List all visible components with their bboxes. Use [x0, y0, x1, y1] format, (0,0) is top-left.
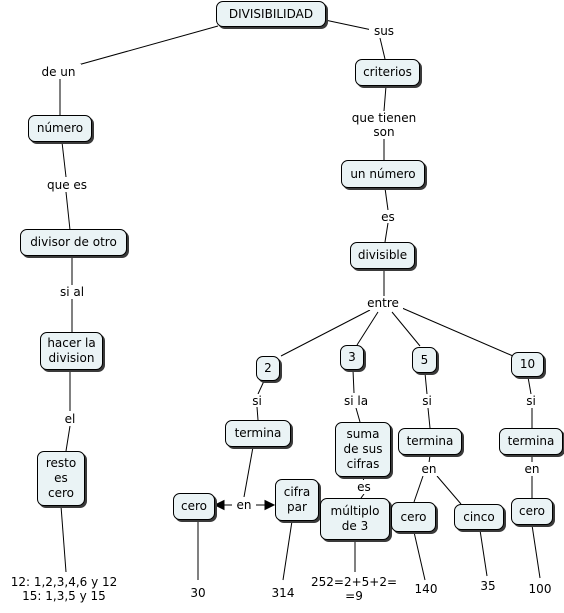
example-314: 314: [271, 586, 295, 600]
link-en-10: en: [522, 462, 542, 476]
node-hacer-la-division[interactable]: hacer la division: [40, 332, 103, 370]
edge-unnumero-es: [384, 187, 389, 211]
edge-en-cero5: [413, 475, 424, 503]
link-entre: entre: [363, 296, 403, 310]
link-sus: sus: [369, 23, 399, 38]
link-si-al: si al: [56, 285, 88, 299]
edge-termina2-en: [243, 446, 254, 498]
link-de-un: de un: [36, 64, 81, 79]
edge-quees-divisor: [65, 191, 71, 231]
edge-en-cinco5: [436, 475, 462, 505]
node-cifra-par[interactable]: cifra par: [275, 479, 319, 521]
node-2[interactable]: 2: [256, 356, 280, 381]
edge-sus-criterios: [379, 37, 386, 60]
link-que-tienen-son: que tienen son: [347, 111, 421, 139]
node-suma-de-sus-cifras[interactable]: suma de sus cifras: [335, 422, 391, 477]
edge-divisibilidad-deun: [59, 25, 219, 71]
edge-entre-2: [280, 309, 371, 357]
edge-numero-quees: [61, 141, 67, 178]
link-en-2: en: [232, 497, 256, 512]
node-criterios[interactable]: criterios: [355, 59, 420, 86]
link-es-3: es: [354, 480, 374, 494]
link-en-5: en: [419, 462, 439, 476]
node-numero[interactable]: número: [28, 115, 92, 142]
node-divisible[interactable]: divisible: [350, 242, 415, 269]
edge-5-si: [424, 372, 428, 395]
node-cero-5[interactable]: cero: [391, 502, 436, 532]
example-35: 35: [480, 579, 496, 593]
example-resto: 12: 1,2,3,4,6 y 12 15: 1,3,5 y 15: [10, 575, 118, 603]
link-es-1: es: [378, 210, 398, 224]
node-divisibilidad[interactable]: DIVISIBILIDAD: [216, 1, 326, 27]
node-divisor-de-otro[interactable]: divisor de otro: [20, 229, 127, 256]
example-30: 30: [190, 586, 206, 600]
node-termina-10[interactable]: termina: [499, 428, 563, 455]
node-termina-2[interactable]: termina: [225, 420, 291, 447]
link-si-2: si: [248, 394, 266, 408]
edge-cero10-100: [531, 524, 541, 579]
node-un-numero[interactable]: un número: [341, 160, 425, 188]
arrowhead-to-cifra-par: [264, 499, 276, 511]
edge-cinco5-35: [479, 529, 488, 577]
edge-si-termina2: [256, 406, 259, 421]
node-cero-10[interactable]: cero: [511, 498, 553, 525]
edge-termina5-en: [428, 454, 431, 464]
link-si-10: si: [522, 394, 540, 408]
node-resto-es-cero[interactable]: resto es cero: [37, 451, 85, 506]
edge-es-multiplo: [360, 493, 365, 499]
edge-resto-example: [60, 505, 67, 573]
example-140: 140: [414, 582, 438, 596]
arrowhead-to-cero: [213, 499, 225, 511]
edge-cifrapar-314: [282, 520, 293, 581]
edge-divisibilidad-sus: [324, 19, 373, 31]
edge-3-sila: [352, 369, 355, 394]
edge-2-si: [257, 380, 265, 395]
example-252: 252=2+5+2= =9: [310, 575, 398, 603]
edge-criterios-quetienen: [383, 85, 387, 112]
edge-entre-5: [391, 311, 421, 347]
link-que-es: que es: [43, 177, 91, 192]
node-cero-2[interactable]: cero: [173, 493, 215, 520]
node-3[interactable]: 3: [340, 345, 364, 370]
example-100: 100: [528, 582, 552, 596]
node-10[interactable]: 10: [511, 352, 544, 377]
node-5[interactable]: 5: [412, 347, 437, 373]
node-cinco-5[interactable]: cinco: [454, 504, 504, 530]
edge-es-divisible: [384, 222, 389, 243]
node-multiplo-de-3[interactable]: múltiplo de 3: [320, 498, 390, 540]
node-termina-5[interactable]: termina: [398, 428, 462, 455]
edge-cero5-140: [413, 531, 426, 581]
edge-entre-10: [401, 307, 514, 357]
link-el: el: [60, 411, 80, 426]
edge-si-termina5: [427, 407, 431, 429]
link-si-la: si la: [340, 394, 372, 408]
edge-entre-3: [356, 311, 379, 346]
edge-sila-suma: [355, 407, 361, 423]
edge-10-si: [527, 376, 532, 395]
edge-el-resto: [65, 425, 71, 452]
link-si-5: si: [418, 394, 436, 408]
